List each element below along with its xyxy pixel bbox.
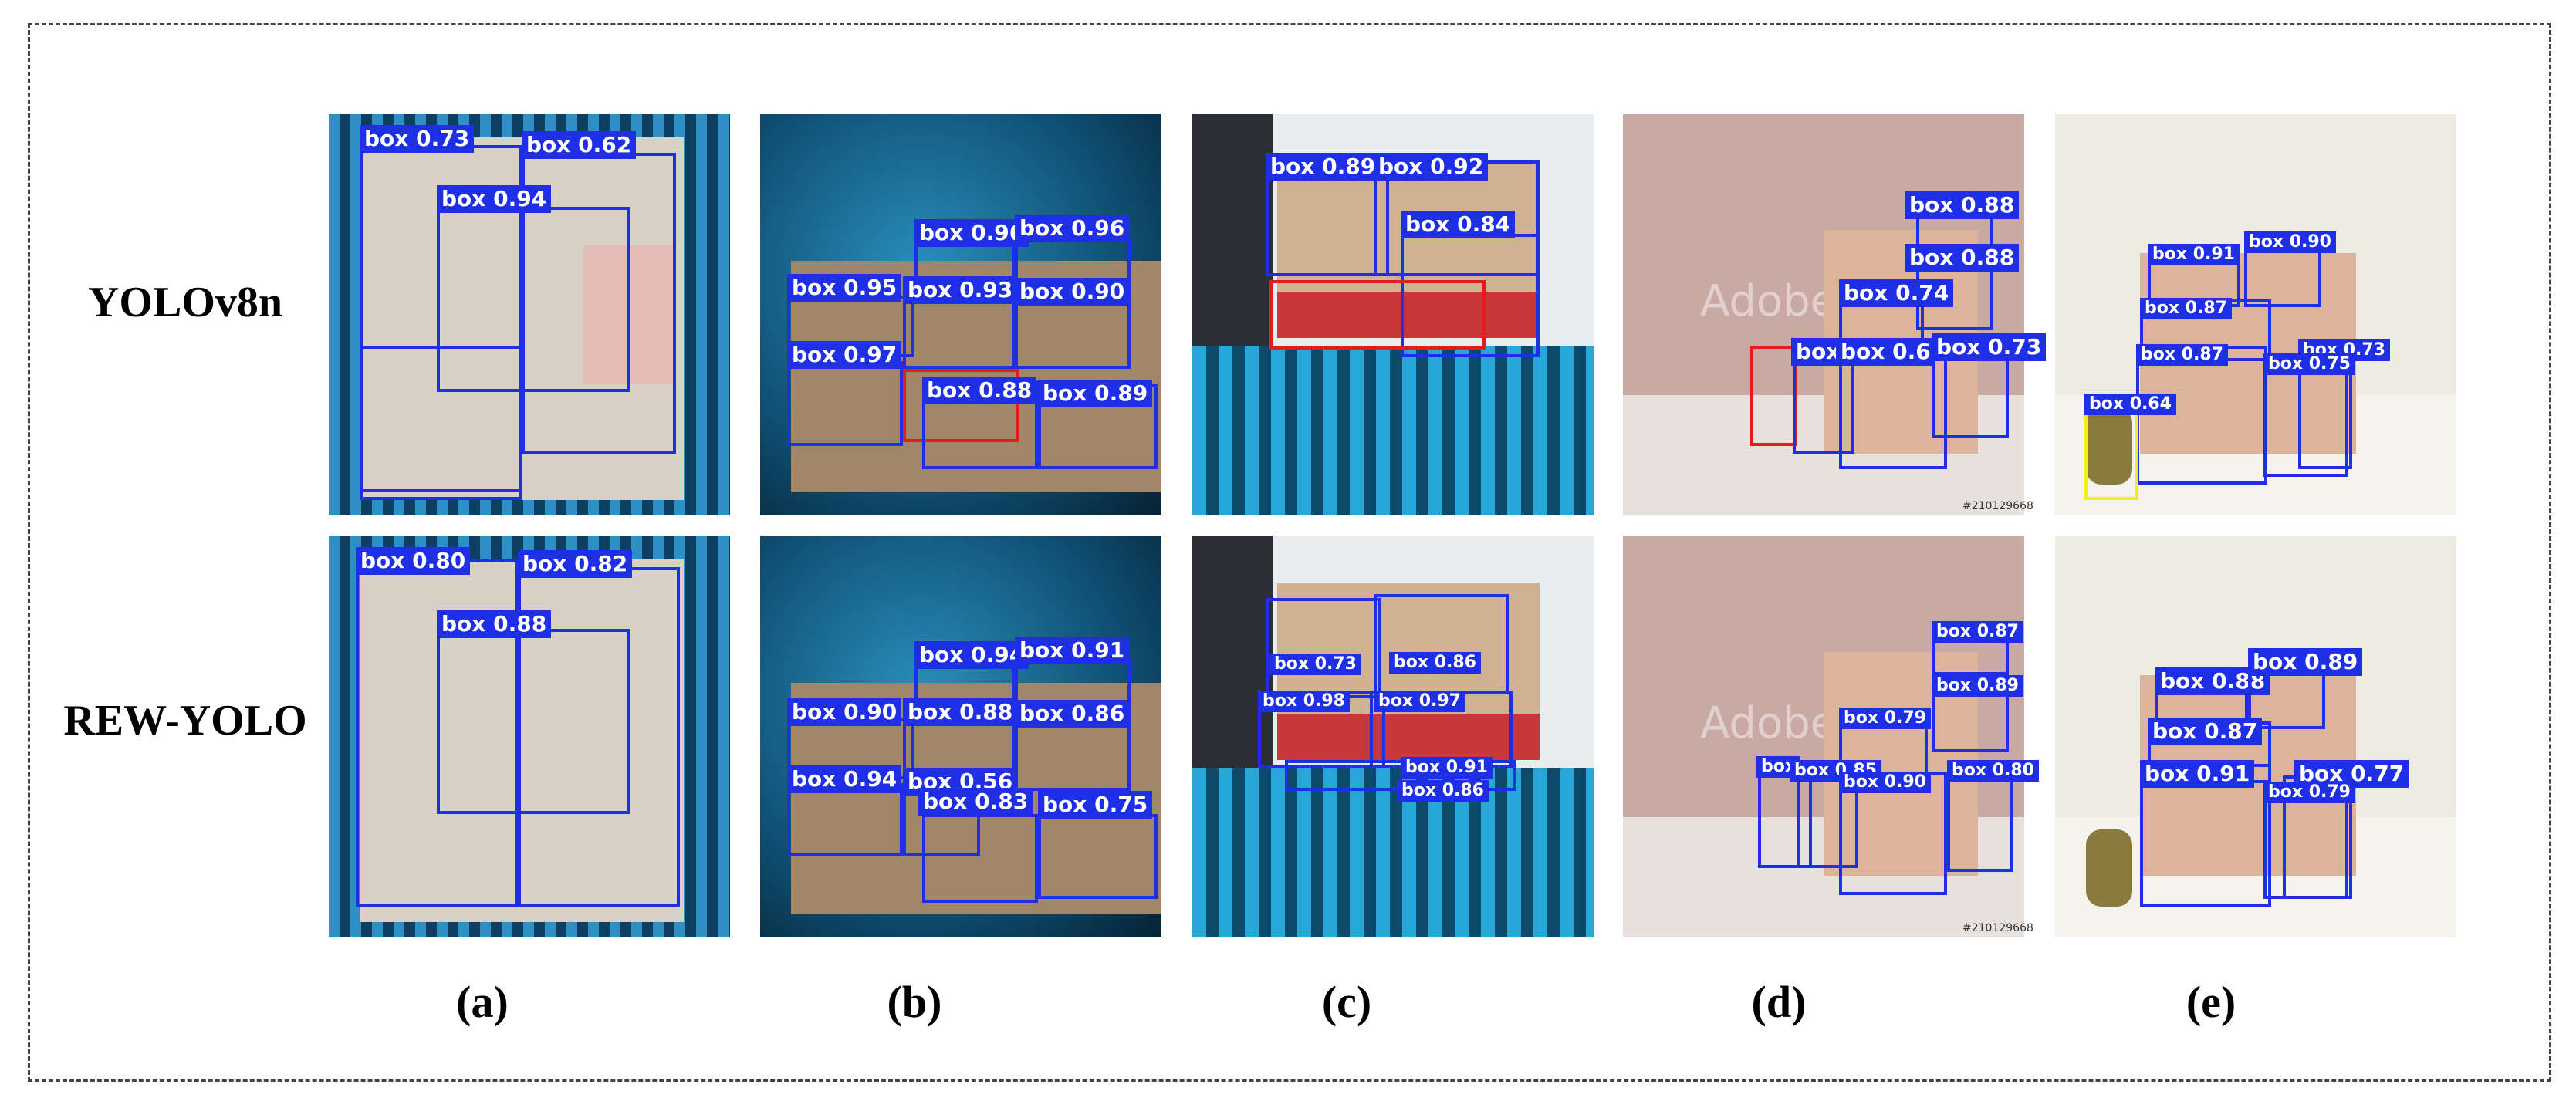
detection-box [360, 346, 522, 500]
detection-label: box 0.73 [360, 125, 475, 153]
figure-frame [28, 23, 2551, 1082]
detection-label: box 0.90 [2244, 231, 2336, 253]
detection-box [1038, 814, 1158, 899]
detection-box [1015, 718, 1131, 791]
detection-box [787, 783, 903, 856]
missed-detection-box [1269, 280, 1486, 350]
detection-label: box [1791, 338, 1845, 366]
detection-label: box 0.94 [437, 185, 552, 213]
detection-box [2136, 346, 2267, 485]
detection-label: box 0.91 [1401, 757, 1493, 779]
caption-d: (d) [1751, 977, 1807, 1027]
image-id: #210129668 [1962, 500, 2033, 512]
detection-label: box 0.87 [2148, 718, 2263, 745]
image-id: #210129668 [1962, 922, 2033, 934]
detection-label: box 0.91 [2148, 244, 2240, 265]
detection-label: box 0.89 [2248, 648, 2363, 676]
panel-rew-e: box 0.88 box 0.89 box 0.87 box 0.91 box … [2055, 536, 2456, 937]
panel-yolo-c: box 0.89 box 0.92 box 0.84 [1192, 114, 1594, 515]
detection-label: box 0.97 [787, 341, 902, 369]
detection-label: box 0.73 [1269, 654, 1361, 675]
detection-label: box 0.88 [922, 377, 1037, 404]
detection-label: box 0.75 [2263, 353, 2355, 375]
detection-label: box 0.98 [1258, 691, 1350, 712]
caption-e: (e) [2186, 977, 2236, 1027]
panel-yolo-d: Adobe Stock box 0.88 box 0.88 box 0.74 b… [1623, 114, 2047, 515]
panel-rew-b: box 0.94 box 0.91 box 0.90 box 0.88 box … [760, 536, 1161, 937]
detection-label: box 0.91 [2140, 760, 2255, 788]
detection-label: box 0.84 [1401, 211, 1516, 238]
detection-label: box 0.79 [1839, 708, 1931, 729]
detection-label: box 0.79 [2263, 782, 2355, 803]
detection-label: box 0.88 [437, 610, 552, 638]
detection-label: box 0.94 [914, 641, 1029, 669]
detection-label: box 0.90 [1015, 278, 1130, 306]
detection-label: box 0.74 [1839, 279, 1954, 307]
detection-label: box 0.95 [787, 274, 902, 302]
detection-box [437, 629, 630, 814]
caption-b: (b) [887, 977, 942, 1027]
detection-label: box 0.88 [1905, 244, 2020, 272]
detection-label: box 0.87 [2140, 298, 2232, 319]
detection-box [1266, 598, 1381, 698]
caption-a: (a) [456, 977, 509, 1027]
detection-label: box 0.87 [1932, 621, 2023, 643]
detection-label: box 0.87 [2136, 344, 2228, 366]
detection-label: box 0.93 [903, 276, 1018, 304]
detection-label: box 0.90 [1839, 772, 1931, 793]
detection-box [1374, 594, 1509, 694]
detection-label: box 0.75 [1038, 791, 1153, 819]
detection-box [922, 814, 1038, 903]
detection-label: box 0.96 [1015, 215, 1130, 242]
missed-detection-box [1750, 346, 1797, 446]
detection-label: box 0.62 [522, 131, 637, 159]
caption-c: (c) [1321, 977, 1372, 1027]
detection-label: box 0.90 [787, 698, 902, 726]
detection-label: box 0.85 [1790, 760, 1881, 782]
row-label-rew-yolo: REW-YOLO [63, 697, 307, 745]
panel-rew-c: box 0.73 box 0.86 box 0.98 box 0.97 box … [1192, 536, 1594, 937]
detection-label: box 0.86 [1015, 700, 1130, 728]
detection-label: box 0.89 [1932, 675, 2023, 697]
panel-yolo-e: box 0.91 box 0.90 box 0.87 box 0.87 box … [2055, 114, 2456, 515]
detection-box [903, 296, 1015, 369]
detection-label: box 0.89 [1266, 153, 1381, 181]
detection-box [787, 361, 903, 446]
detection-label: box 0.97 [1374, 691, 1465, 712]
panel-rew-a: box 0.80 box 0.82 box 0.88 [329, 536, 730, 937]
detection-label: box 0.88 [1905, 191, 2020, 219]
panel-yolo-b: box 0.96 box 0.96 box 0.95 box 0.93 box … [760, 114, 1161, 515]
detection-label: box 0.96 [914, 219, 1029, 247]
detection-label: box 0.82 [518, 550, 633, 578]
detection-label: box 0.92 [1374, 153, 1489, 181]
detection-label: box 0.94 [787, 765, 902, 793]
detection-box [1015, 296, 1131, 369]
detection-label: box 0.6 [1836, 338, 1935, 366]
detection-label: box 0.80 [356, 547, 471, 575]
detection-label: box 0.64 [2084, 394, 2176, 415]
detection-label: box 0.73 [1932, 333, 2047, 361]
panel-yolo-a: box 0.73 box 0.62 box 0.94 [329, 114, 730, 515]
detection-label: box 0.83 [918, 788, 1033, 816]
row-label-yolov8n: YOLOv8n [87, 279, 283, 326]
detection-label: box 0.86 [1389, 652, 1481, 674]
detection-label: box 0.86 [1397, 780, 1489, 802]
detection-label: box 0.80 [1947, 760, 2039, 782]
missed-detection-box [903, 369, 1019, 442]
detection-label: box 0.89 [1038, 380, 1153, 407]
panel-rew-d: Adobe Stock box 0.87 box 0.89 box 0.79 b… [1623, 536, 2039, 937]
detection-label: box 0.91 [1015, 637, 1130, 664]
detection-label: box 0.88 [903, 698, 1018, 726]
